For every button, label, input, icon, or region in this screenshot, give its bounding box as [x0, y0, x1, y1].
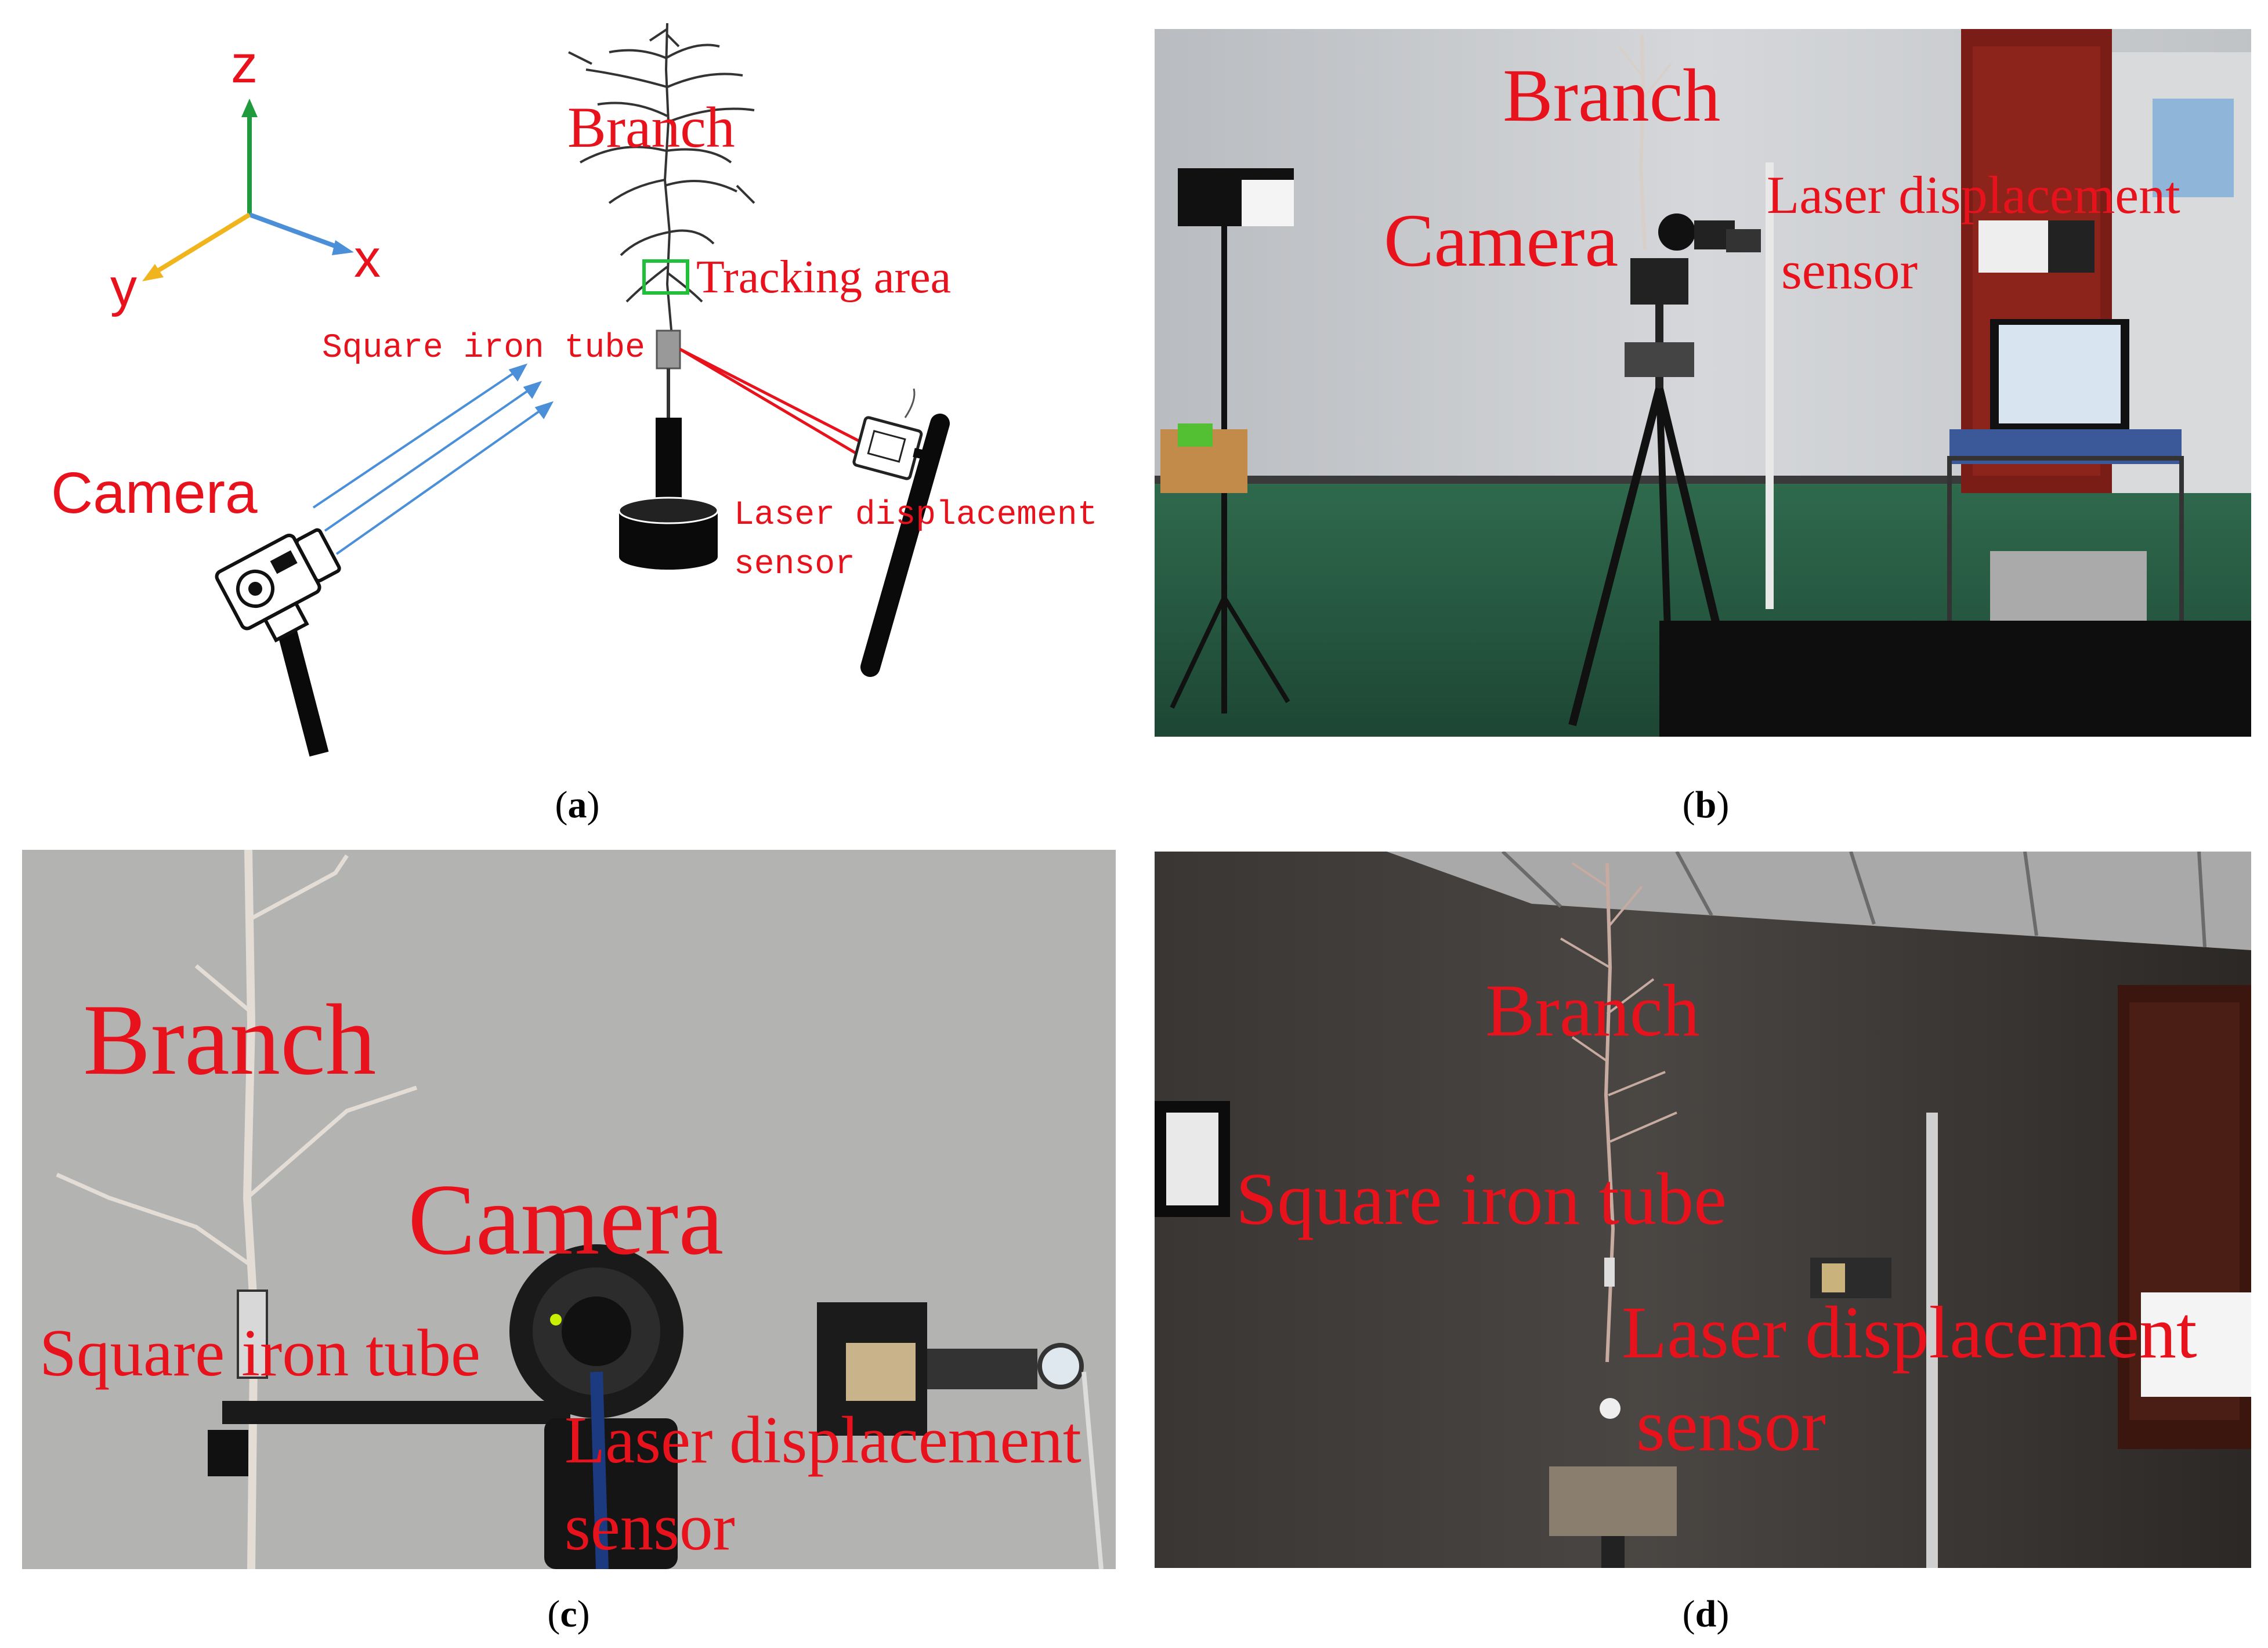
laser-sensor-label-line2: sensor: [734, 546, 855, 584]
laser-sensor-label-line1: Laser displacement: [1622, 1291, 2197, 1374]
laser-sensor-label-line1: Laser displacement: [734, 497, 1098, 534]
square-iron-tube-label: Square iron tube: [322, 329, 645, 367]
branch-label: Branch: [1503, 54, 1721, 137]
square-iron-tube-label: Square iron tube: [39, 1316, 481, 1390]
camera-drawing: [215, 528, 341, 757]
branch-label: Branch: [567, 95, 735, 160]
coordinate-axes: [142, 99, 354, 281]
lab-photo-b: [1155, 29, 2251, 737]
laser-sensor-label-line2: sensor: [1781, 241, 1918, 300]
laser-sensor-label-line2: sensor: [565, 1490, 735, 1564]
camera-label: Camera: [408, 1163, 724, 1276]
axis-z-label: z: [231, 35, 258, 94]
camera-label: Camera: [1384, 199, 1619, 282]
axis-y-label: y: [110, 258, 137, 317]
camera-light-rays: [312, 363, 554, 555]
tracking-area-box: [642, 259, 689, 295]
caption-d: (d): [1682, 1593, 1730, 1635]
laser-sensor-drawing: [852, 388, 950, 677]
schematic-drawing: [142, 23, 950, 757]
tracking-area-label: Tracking area: [696, 252, 952, 303]
base-post: [656, 418, 682, 510]
caption-c: (c): [547, 1593, 590, 1635]
closeup-photo-c: [22, 850, 1116, 1569]
caption-b: (b): [1682, 784, 1730, 826]
camera-label: Camera: [51, 461, 258, 526]
axis-x-label: x: [354, 229, 381, 288]
branch-label: Branch: [1485, 969, 1700, 1052]
square-iron-tube-label: Square iron tube: [1236, 1158, 1727, 1240]
panel-b-photo: Branch Camera Laser displacement sensor: [1155, 29, 2251, 737]
branch-drawing: [568, 23, 755, 337]
panel-d-photo: Branch Square iron tube Laser displaceme…: [1155, 852, 2251, 1568]
panel-a-schematic: z y x Branch Tracking area Square iron t…: [12, 12, 1126, 766]
iron-tube-drawing: [656, 329, 681, 370]
panel-c-photo: Branch Camera Square iron tube Laser dis…: [22, 850, 1116, 1569]
laser-sensor-label-line1: Laser displacement: [1767, 165, 2180, 224]
room-photo-d: [1155, 852, 2251, 1568]
caption-a: (a): [555, 784, 600, 826]
laser-sensor-label-line1: Laser displacement: [565, 1403, 1081, 1477]
laser-sensor-label-line2: sensor: [1636, 1384, 1826, 1466]
branch-label: Branch: [83, 983, 377, 1096]
